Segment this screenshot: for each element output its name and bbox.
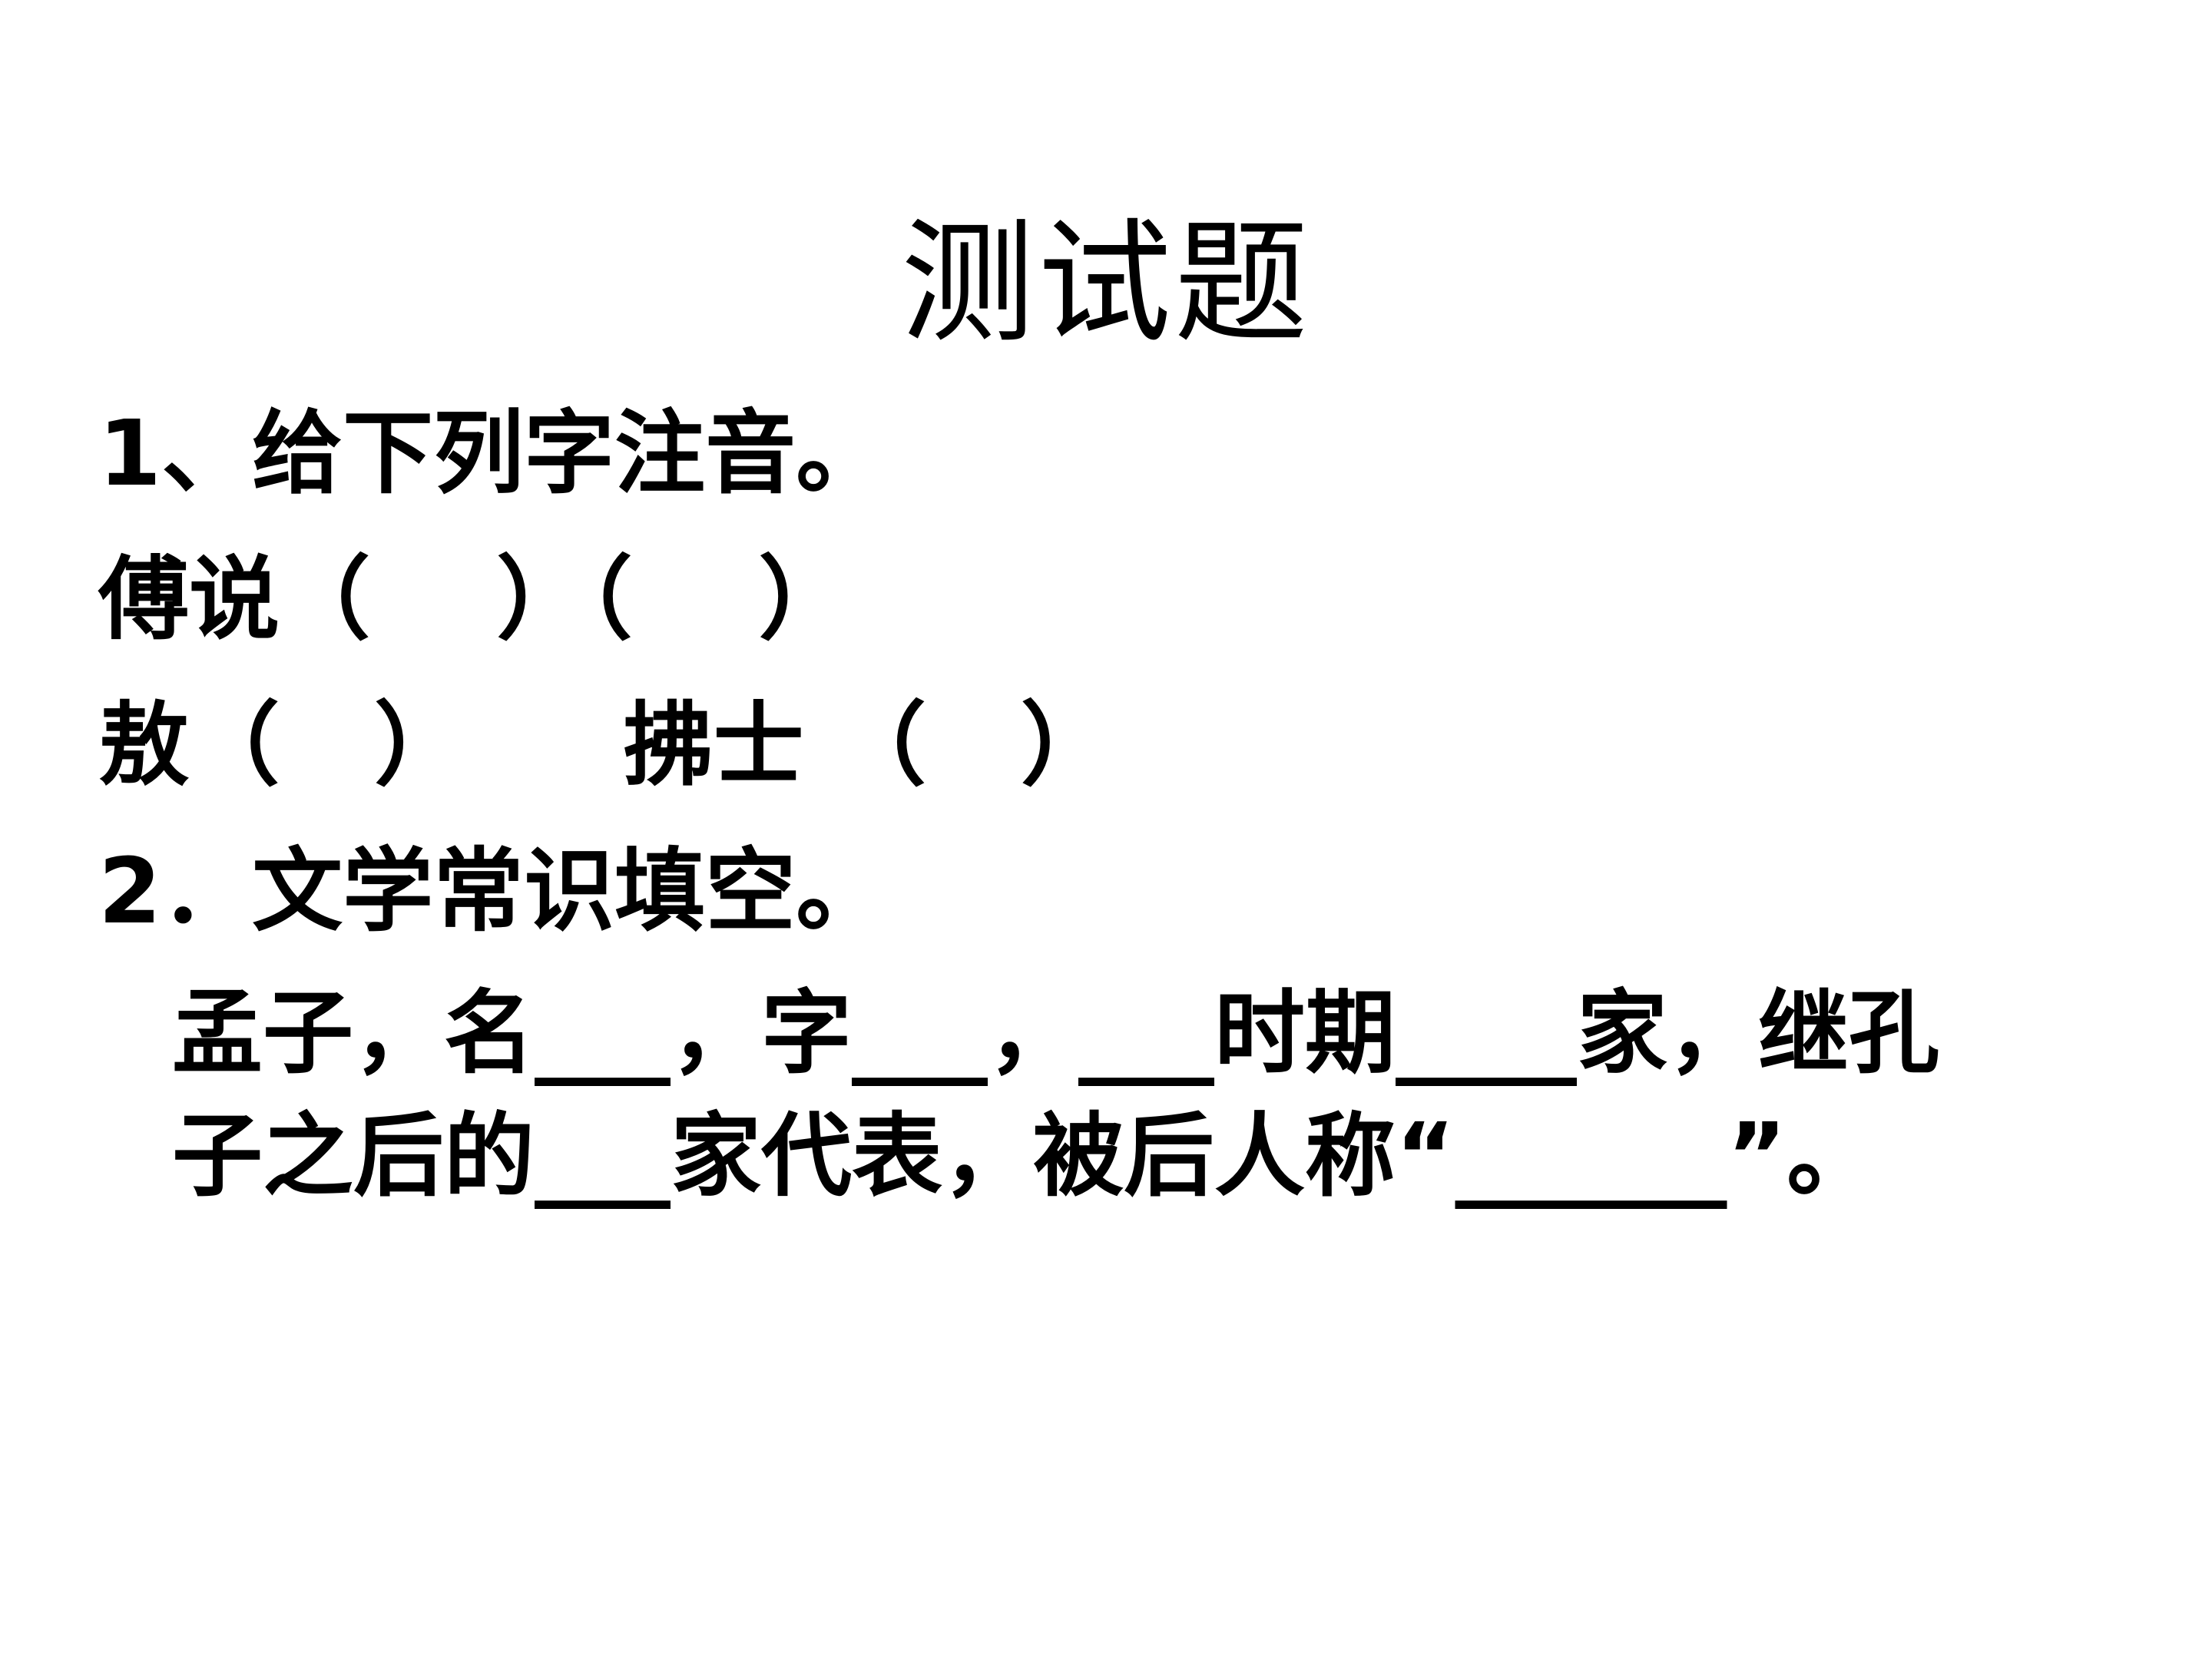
question-2-heading: 2．文学常识填空。	[98, 838, 887, 944]
question-2-line-1: 孟子，名___，字___，___时期____家，继孔	[172, 980, 1940, 1086]
page-title: 测试题	[900, 206, 1311, 362]
question-2-line-2: 子之后的___家代表，被后人称“______”。	[172, 1103, 1878, 1209]
question-1-line-2: 敖（ ） 拂士 （ ）	[98, 692, 1111, 798]
question-1-heading: 1、给下列字注音。	[98, 400, 887, 506]
question-1-line-1: 傅说（ ）（ ）	[98, 546, 849, 652]
